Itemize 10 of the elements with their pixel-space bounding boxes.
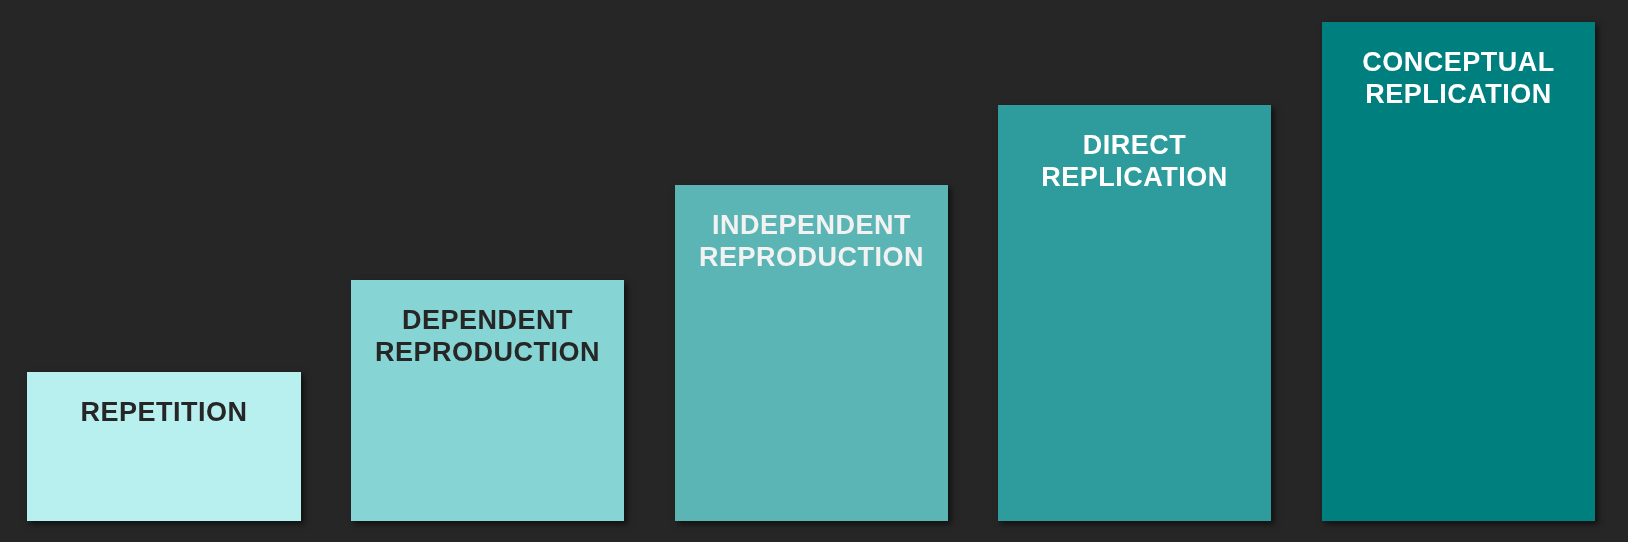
step-label: CONCEPTUAL REPLICATION [1361,46,1556,110]
step-box [27,372,301,521]
step-label: DIRECT REPLICATION [1040,129,1229,193]
step-box [675,185,948,521]
step-label: DEPENDENT REPRODUCTION [374,304,601,368]
step-label: INDEPENDENT REPRODUCTION [698,209,925,273]
step-box [351,280,624,521]
step-label: REPETITION [79,396,249,428]
step-box [998,105,1271,521]
step-box [1322,22,1595,521]
